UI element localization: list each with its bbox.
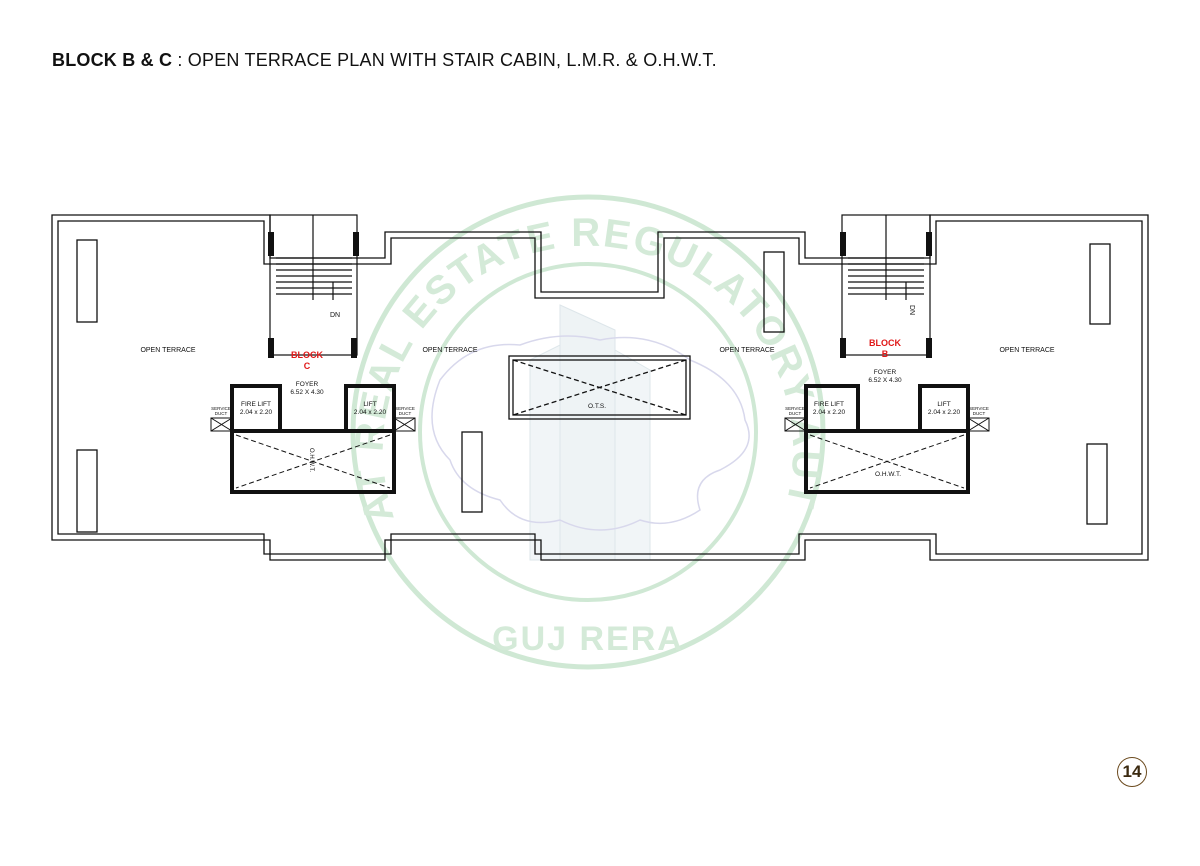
- block-b-stair: [841, 214, 931, 356]
- page-number-badge: 14: [1117, 757, 1147, 787]
- block-b-lift-label: LIFT: [937, 401, 950, 408]
- block-b-fire-lift-size: 2.04 x 2.20: [813, 409, 846, 416]
- open-terrace-label-2: OPEN TERRACE: [422, 347, 477, 354]
- rera-watermark-seal: [350, 194, 826, 670]
- block-b-label-line2: B: [882, 349, 889, 359]
- block-c-service-duct-left-line2: DUCT: [215, 411, 228, 416]
- block-c-lift-label: LIFT: [363, 401, 376, 408]
- terrace-outline: [51, 214, 1149, 561]
- block-b-service-duct-left-line2: DUCT: [789, 411, 802, 416]
- block-b-service-ducts: [784, 417, 990, 432]
- block-c-ohwt-cross: [235, 434, 391, 489]
- block-b-fire-lift-label: FIRE LIFT: [814, 401, 844, 408]
- block-c-dn-label: DN: [330, 312, 340, 319]
- title-description: : OPEN TERRACE PLAN WITH STAIR CABIN, L.…: [172, 50, 717, 70]
- block-b-service-duct-right-line2: DUCT: [973, 411, 986, 416]
- block-b-service-duct-right-line1: SERVICE: [969, 406, 989, 411]
- title-block-name: BLOCK B & C: [52, 50, 173, 70]
- block-c-foyer-label: FOYER: [296, 381, 319, 388]
- block-c-core: DN: [210, 214, 416, 494]
- ots-void: [508, 355, 691, 420]
- block-c-fire-lift-size: 2.04 x 2.20: [240, 409, 273, 416]
- open-terrace-label-4: OPEN TERRACE: [999, 347, 1054, 354]
- block-c-label-line1: BLOCK: [291, 350, 323, 360]
- block-b-foyer-size: 6.52 X 4.30: [868, 377, 902, 384]
- block-b-ohwt-label: O.H.W.T.: [875, 471, 901, 478]
- block-b-ohwt-cross: [809, 434, 965, 489]
- block-b-label-line1: BLOCK: [869, 338, 901, 348]
- watermark-top-text: GUJARAT REAL ESTATE REGULATORY AUTHORITY: [0, 0, 828, 528]
- block-c-lift-size: 2.04 x 2.20: [354, 409, 387, 416]
- block-c-service-duct-right-line2: DUCT: [399, 411, 412, 416]
- block-b-core: DN: [784, 214, 990, 494]
- block-c-label-line2: C: [304, 361, 311, 371]
- block-c-service-ducts: [210, 417, 416, 432]
- block-c-fire-lift-label: FIRE LIFT: [241, 401, 271, 408]
- watermark-bottom-text: GUJ RERA: [492, 620, 684, 658]
- open-terrace-label-3: OPEN TERRACE: [719, 347, 774, 354]
- block-b-lift-walls: [804, 384, 970, 494]
- block-c-ohwt-label: O.H.W.T.: [308, 448, 314, 472]
- ots-label: O.T.S.: [588, 403, 606, 410]
- block-c-lift-walls: [230, 384, 396, 494]
- block-b-lift-size: 2.04 x 2.20: [928, 409, 961, 416]
- block-b-service-duct-left-line1: SERVICE: [785, 406, 805, 411]
- open-terrace-label-1: OPEN TERRACE: [140, 347, 195, 354]
- block-b-dn-label: DN: [908, 305, 915, 315]
- block-c-service-duct-right-line1: SERVICE: [395, 406, 415, 411]
- block-c-stair: [269, 214, 358, 356]
- block-c-service-duct-left-line1: SERVICE: [211, 406, 231, 411]
- block-b-foyer-label: FOYER: [874, 369, 897, 376]
- planters: [76, 239, 1111, 533]
- block-c-foyer-size: 6.52 X 4.30: [290, 389, 324, 396]
- page-title: BLOCK B & C : OPEN TERRACE PLAN WITH STA…: [52, 50, 717, 71]
